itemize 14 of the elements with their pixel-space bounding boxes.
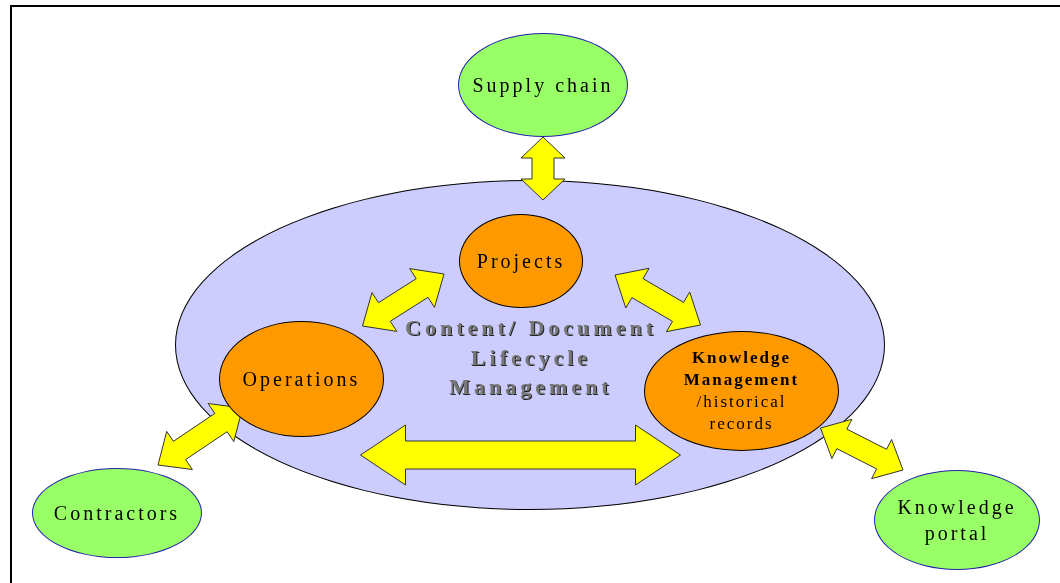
node-label: Supply chain — [472, 73, 614, 98]
double-arrow — [820, 418, 904, 480]
double-arrow — [614, 267, 701, 333]
node-label: Contractors — [53, 501, 181, 526]
double-arrow — [157, 403, 243, 470]
center-label: Content/ Document Lifecycle Management — [404, 314, 658, 402]
node-label: /historical records — [695, 391, 788, 436]
double-arrow — [362, 268, 445, 332]
double-arrow — [360, 424, 681, 486]
node-label: Knowledge Management — [682, 346, 801, 391]
node-label: Operations — [242, 367, 361, 392]
node-label: Knowledge portal — [896, 495, 1018, 546]
double-arrow — [520, 136, 566, 201]
node-label: Projects — [476, 249, 566, 274]
